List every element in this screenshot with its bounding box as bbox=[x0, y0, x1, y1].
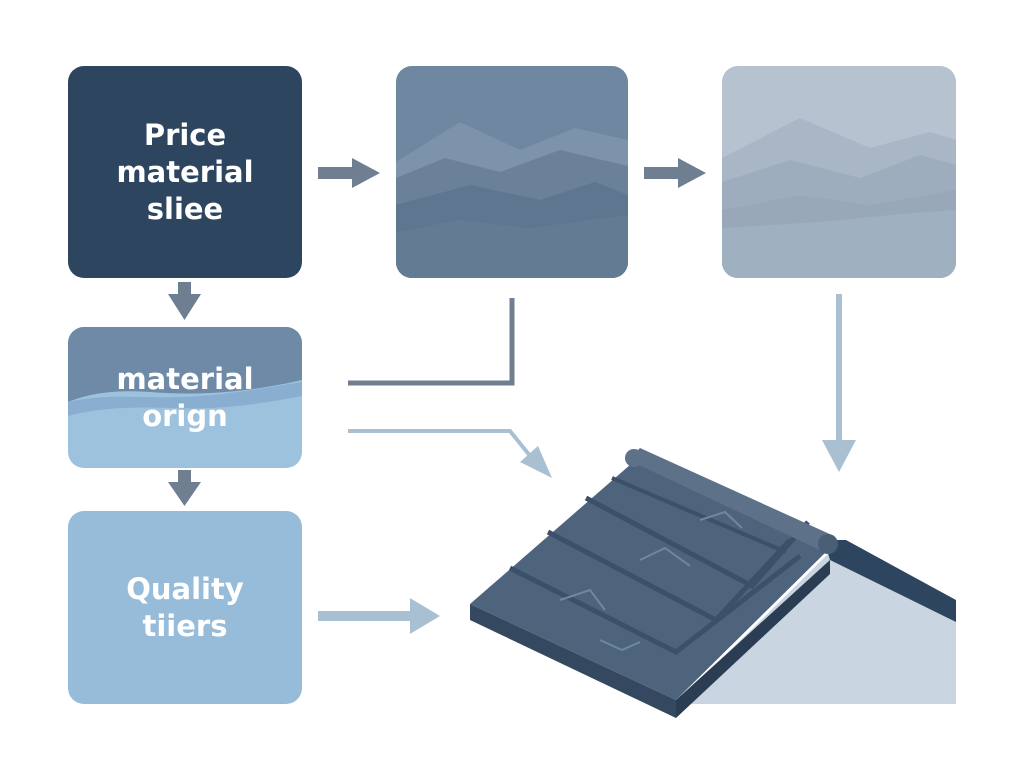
roof-tiles-illustration bbox=[470, 448, 956, 718]
material-origin-box bbox=[68, 327, 302, 468]
arrow-quality-to-roof bbox=[318, 598, 440, 634]
arrow-right-2 bbox=[644, 158, 706, 188]
arrow-right-1 bbox=[318, 158, 380, 188]
connector-landscape-to-origin bbox=[348, 298, 515, 386]
arrow-down-1 bbox=[168, 282, 201, 320]
price-material-box bbox=[68, 66, 302, 278]
quality-tiers-box bbox=[68, 511, 302, 704]
arrow-down-2 bbox=[168, 470, 201, 506]
connector-faded-to-roof bbox=[822, 294, 856, 472]
faded-landscape-icon bbox=[722, 66, 956, 278]
mountain-landscape-icon bbox=[396, 66, 628, 278]
connector-origin-to-roof bbox=[348, 429, 552, 478]
